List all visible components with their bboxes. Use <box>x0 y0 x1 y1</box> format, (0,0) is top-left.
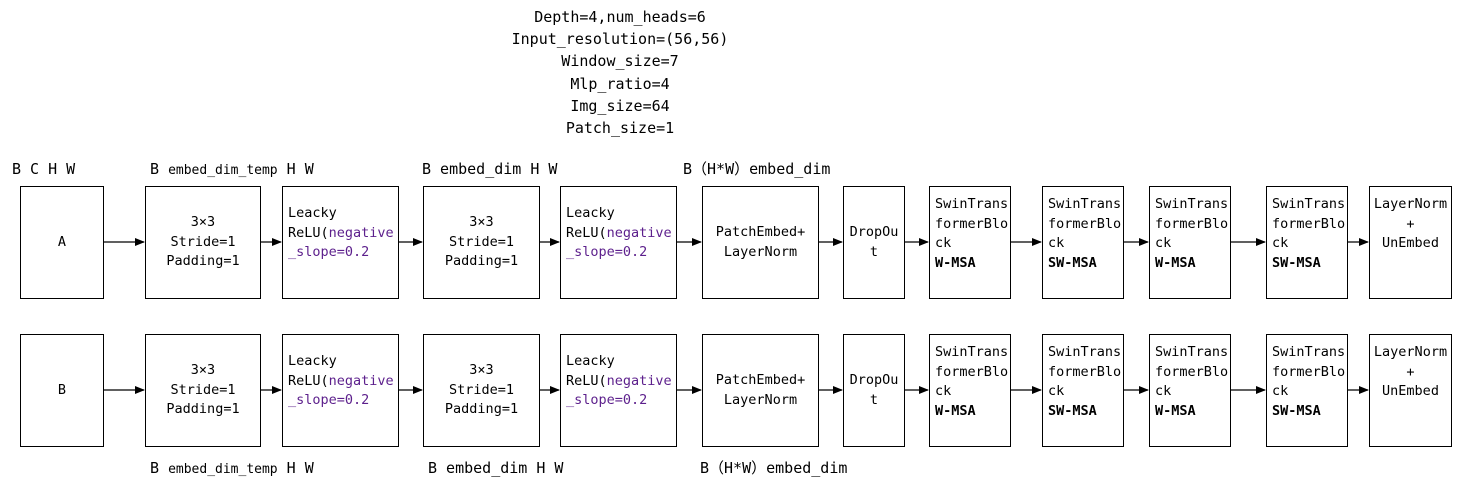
parameter-list: Depth=4,num_heads=6 Input_resolution=(56… <box>470 6 770 139</box>
patch-embed-node: PatchEmbed+ LayerNorm <box>702 186 819 299</box>
node-label: SwinTrans formerBlo ck SW-MSA <box>1048 344 1121 419</box>
relu-param-value: =0.2 <box>614 244 648 260</box>
relu-param-name: negative _slope <box>566 224 672 261</box>
leaky-relu-node-1: Leacky ReLU(negative _slope=0.2 <box>282 334 399 447</box>
node-label: DropOu t <box>849 224 899 260</box>
swin-label: SwinTrans formerBlo ck <box>1048 344 1122 399</box>
param-input-resolution: Input_resolution=(56,56) <box>511 30 729 49</box>
swin-type: W-MSA <box>935 402 976 419</box>
dim-label-embed-temp-top: B embed_dim_temp H W <box>150 160 314 180</box>
dim-hw: H W <box>277 160 314 178</box>
dim-label-embed-temp-bottom: B embed_dim_temp H W <box>150 459 314 479</box>
node-label: PatchEmbed+ LayerNorm <box>715 224 806 260</box>
leaky-relu-node-1: Leacky ReLU(negative _slope=0.2 <box>282 186 399 299</box>
node-label: SwinTrans formerBlo ck W-MSA <box>935 196 1008 271</box>
swin-label: SwinTrans formerBlo ck <box>1272 196 1346 251</box>
node-label: 3×3 Stride=1 Padding=1 <box>444 214 519 270</box>
input-node-a: A <box>20 186 104 299</box>
relu-param-name: negative _slope <box>288 224 394 261</box>
relu-text: Leacky ReLU( <box>288 205 337 241</box>
dim-label-embed-top: B embed_dim H W <box>422 160 558 178</box>
node-label: Leacky ReLU(negative _slope=0.2 <box>566 205 672 260</box>
swin-label: SwinTrans formerBlo ck <box>1048 196 1122 251</box>
conv-node-1: 3×3 Stride=1 Padding=1 <box>145 334 261 447</box>
relu-text: Leacky ReLU( <box>288 353 337 389</box>
node-label: Leacky ReLU(negative _slope=0.2 <box>566 353 672 408</box>
dim-embed-temp: embed_dim_temp <box>168 462 278 477</box>
node-label: SwinTrans formerBlo ck W-MSA <box>1155 196 1228 271</box>
node-label: SwinTrans formerBlo ck W-MSA <box>935 344 1008 419</box>
node-label: PatchEmbed+ LayerNorm <box>715 372 806 408</box>
node-label: SwinTrans formerBlo ck SW-MSA <box>1272 344 1345 419</box>
swin-block-4: SwinTrans formerBlo ck SW-MSA <box>1266 186 1348 299</box>
node-label: 3×3 Stride=1 Padding=1 <box>444 362 519 418</box>
swin-block-1: SwinTrans formerBlo ck W-MSA <box>929 186 1011 299</box>
node-label: SwinTrans formerBlo ck SW-MSA <box>1272 196 1345 271</box>
swin-block-4: SwinTrans formerBlo ck SW-MSA <box>1266 334 1348 447</box>
swin-block-2: SwinTrans formerBlo ck SW-MSA <box>1042 334 1124 447</box>
conv-node-2: 3×3 Stride=1 Padding=1 <box>423 186 540 299</box>
relu-param-value: =0.2 <box>336 244 370 260</box>
node-label: 3×3 Stride=1 Padding=1 <box>166 362 240 418</box>
param-window-size: Window_size=7 <box>561 52 679 71</box>
swin-type: W-MSA <box>1155 254 1196 271</box>
node-label: B <box>57 381 67 398</box>
dim-label-hw-embed-top: B（H*W）embed_dim <box>683 160 831 178</box>
dim-b: B <box>150 459 169 477</box>
node-label: Leacky ReLU(negative _slope=0.2 <box>288 205 394 260</box>
node-label: LayerNorm + UnEmbed <box>1373 196 1448 251</box>
swin-label: SwinTrans formerBlo ck <box>1272 344 1346 399</box>
dim-embed-temp: embed_dim_temp <box>168 163 278 178</box>
swin-block-3: SwinTrans formerBlo ck W-MSA <box>1149 334 1231 447</box>
param-depth-heads: Depth=4,num_heads=6 <box>534 8 706 26</box>
swin-block-2: SwinTrans formerBlo ck SW-MSA <box>1042 186 1124 299</box>
dim-label-hw-embed-bottom: B（H*W）embed_dim <box>700 459 848 477</box>
node-label: DropOu t <box>849 372 899 408</box>
leaky-relu-node-2: Leacky ReLU(negative _slope=0.2 <box>560 186 677 299</box>
conv-node-2: 3×3 Stride=1 Padding=1 <box>423 334 540 447</box>
relu-text: Leacky ReLU( <box>566 205 615 241</box>
relu-param-value: =0.2 <box>614 392 648 408</box>
leaky-relu-node-2: Leacky ReLU(negative _slope=0.2 <box>560 334 677 447</box>
node-label: Leacky ReLU(negative _slope=0.2 <box>288 353 394 408</box>
layernorm-unembed-node: LayerNorm + UnEmbed <box>1369 334 1452 447</box>
swin-type: SW-MSA <box>1048 254 1097 271</box>
swin-label: SwinTrans formerBlo ck <box>935 344 1009 399</box>
dim-hw: H W <box>277 459 314 477</box>
layernorm-unembed-node: LayerNorm + UnEmbed <box>1369 186 1452 299</box>
swin-type: W-MSA <box>1155 402 1196 419</box>
swin-label: SwinTrans formerBlo ck <box>935 196 1009 251</box>
node-label: SwinTrans formerBlo ck SW-MSA <box>1048 196 1121 271</box>
relu-param-value: =0.2 <box>336 392 370 408</box>
swin-type: W-MSA <box>935 254 976 271</box>
patch-embed-node: PatchEmbed+ LayerNorm <box>702 334 819 447</box>
swin-type: SW-MSA <box>1272 402 1321 419</box>
node-label: LayerNorm + UnEmbed <box>1373 344 1448 399</box>
node-label: A <box>57 233 67 250</box>
param-img-size: Img_size=64 <box>570 96 670 115</box>
relu-param-name: negative _slope <box>288 372 394 409</box>
conv-node-1: 3×3 Stride=1 Padding=1 <box>145 186 261 299</box>
dim-label-bchw: B C H W <box>12 160 76 178</box>
dropout-node: DropOu t <box>843 334 905 447</box>
swin-label: SwinTrans formerBlo ck <box>1155 196 1229 251</box>
dropout-node: DropOu t <box>843 186 905 299</box>
relu-param-name: negative _slope <box>566 372 672 409</box>
param-mlp-ratio: Mlp_ratio=4 <box>570 74 670 93</box>
swin-type: SW-MSA <box>1272 254 1321 271</box>
input-node-b: B <box>20 334 104 447</box>
node-label: 3×3 Stride=1 Padding=1 <box>166 214 240 270</box>
swin-type: SW-MSA <box>1048 402 1097 419</box>
swin-block-1: SwinTrans formerBlo ck W-MSA <box>929 334 1011 447</box>
swin-label: SwinTrans formerBlo ck <box>1155 344 1229 399</box>
param-patch-size: Patch_size=1 <box>565 119 675 138</box>
swin-block-3: SwinTrans formerBlo ck W-MSA <box>1149 186 1231 299</box>
dim-label-embed-bottom: B embed_dim H W <box>428 459 564 477</box>
dim-b: B <box>150 160 169 178</box>
node-label: SwinTrans formerBlo ck W-MSA <box>1155 344 1228 419</box>
relu-text: Leacky ReLU( <box>566 353 615 389</box>
